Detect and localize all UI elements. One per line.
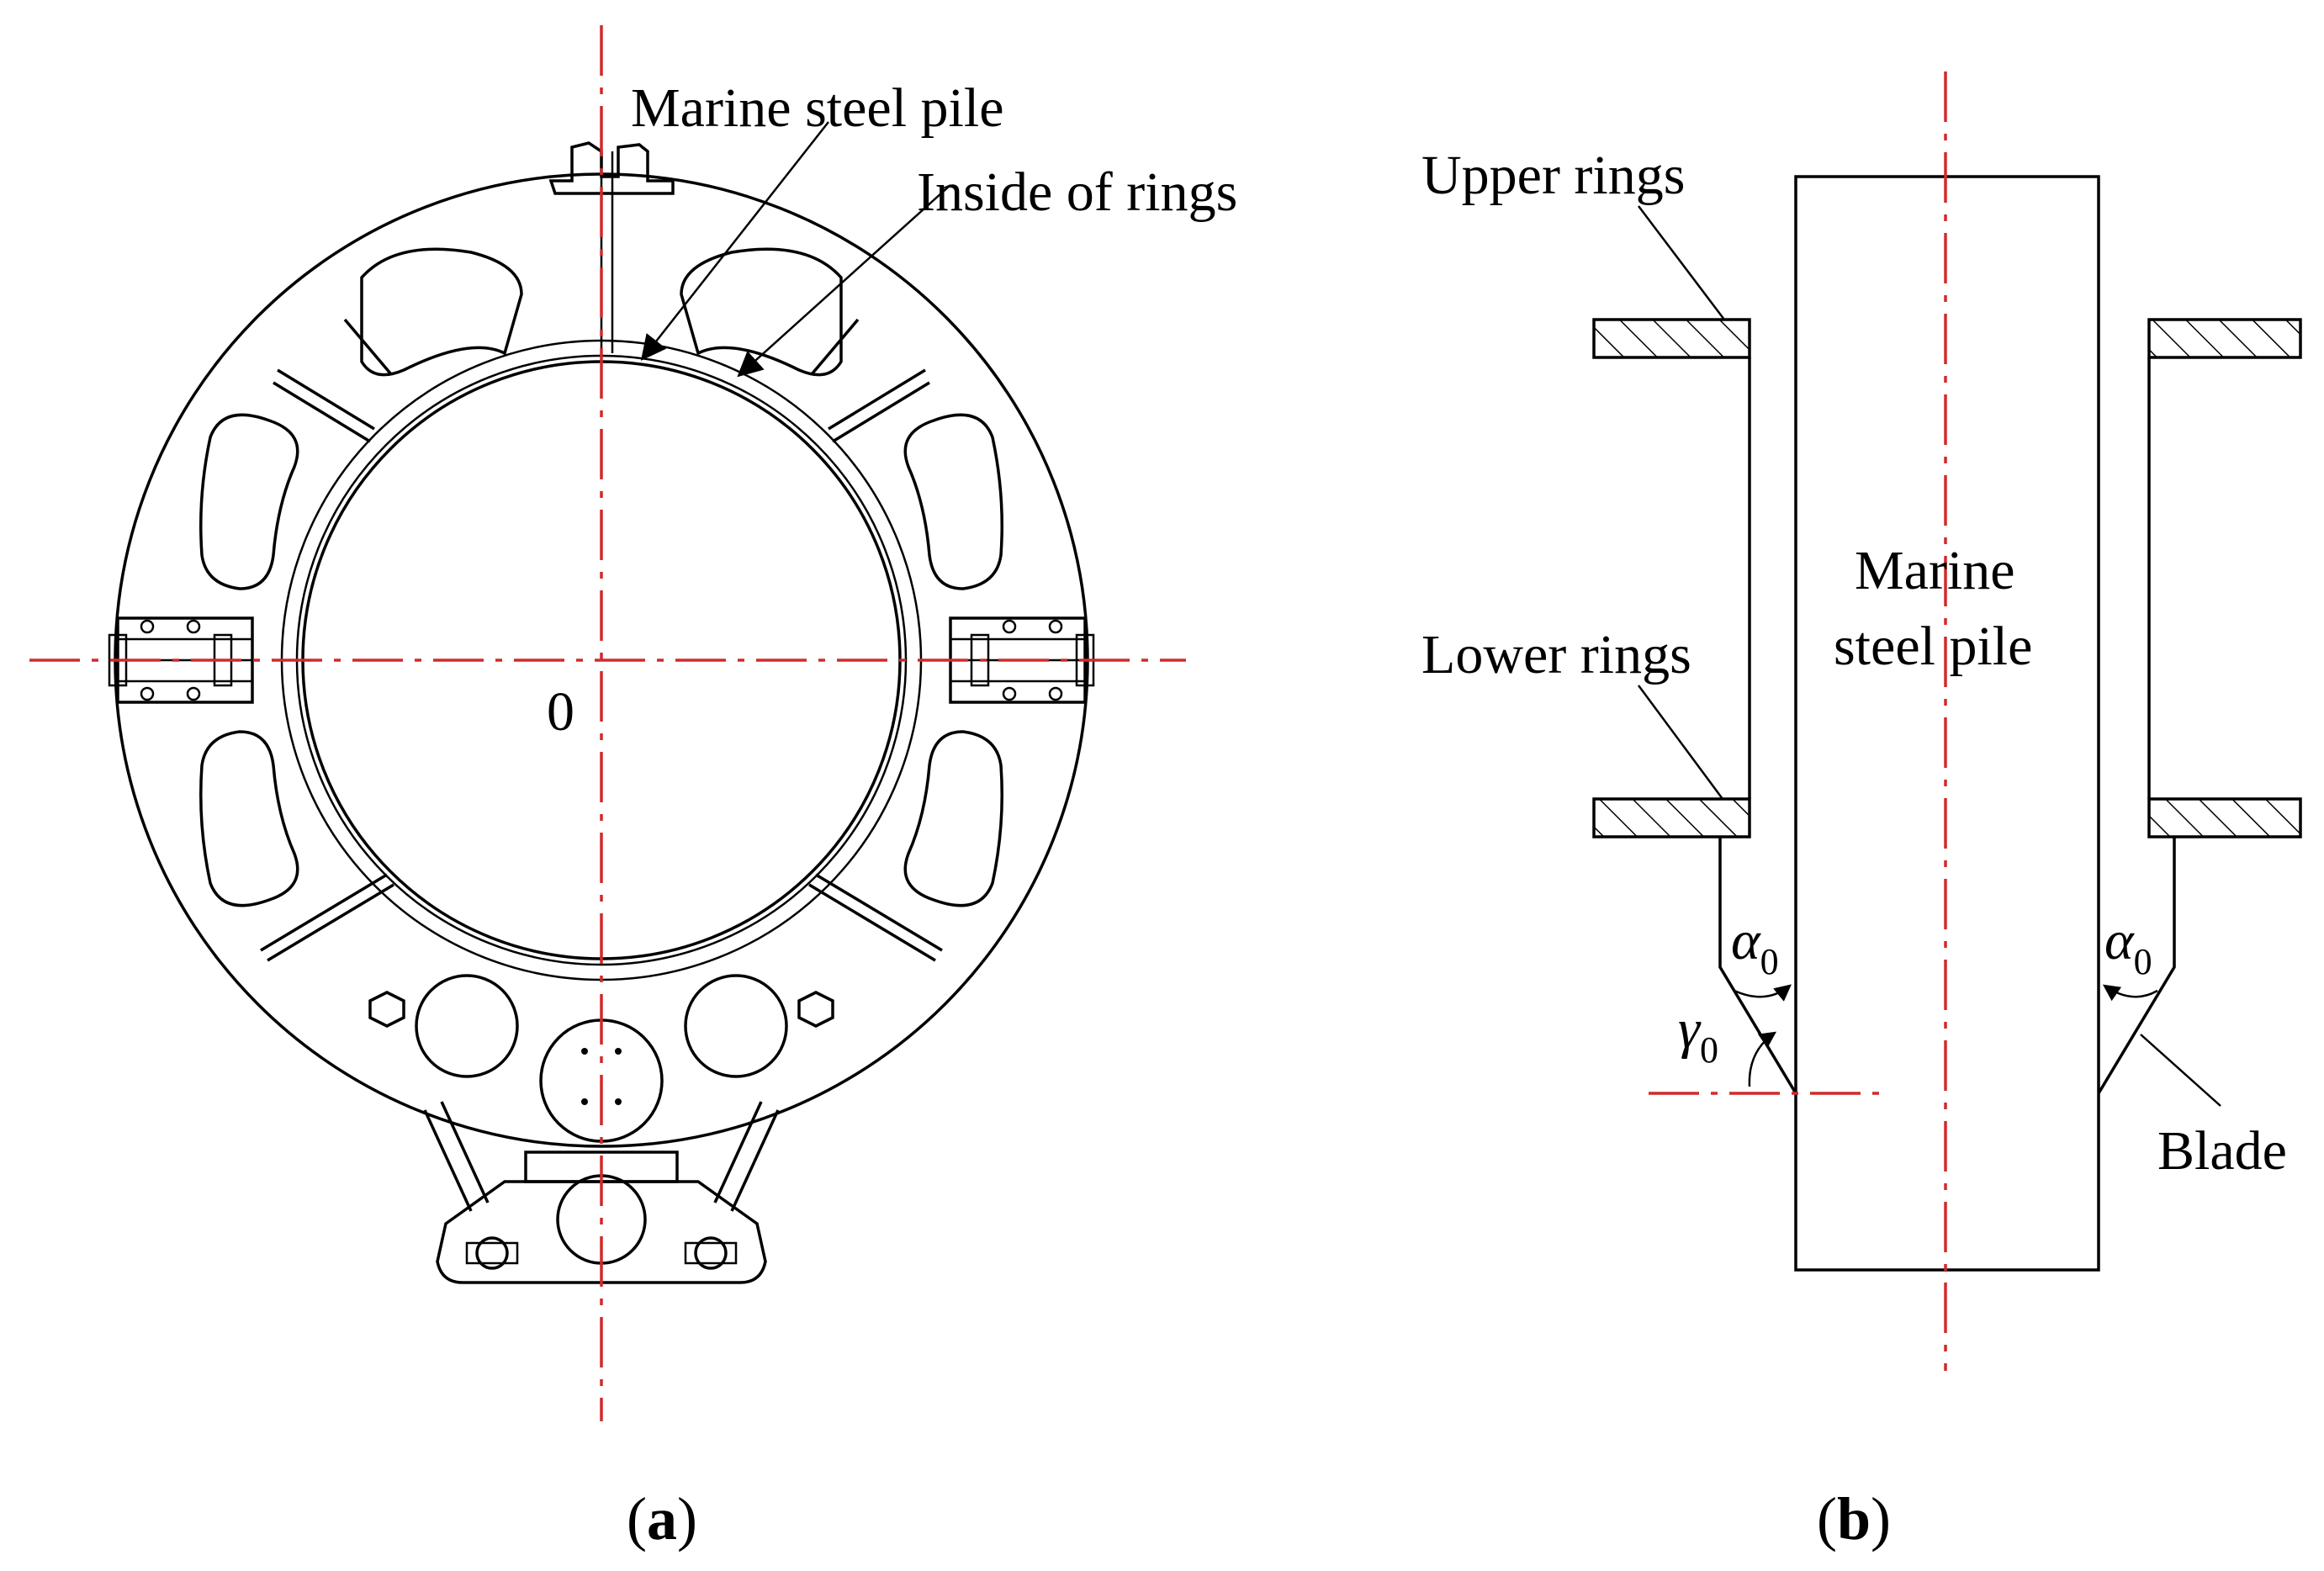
panel-a: Marine steel pile Inside of rings 0 (a)	[29, 25, 1237, 1552]
label-alpha-right: α0	[2104, 910, 2152, 982]
caption-a: (a)	[627, 1485, 697, 1552]
label-alpha-left: α0	[1731, 910, 1779, 982]
pile-rect	[1794, 175, 2100, 1272]
window-openings	[199, 247, 1003, 907]
label-pile-line1: Marine	[1855, 540, 2015, 601]
upper-ring-left	[1592, 318, 1751, 359]
label-blade: Blade	[2157, 1120, 2287, 1182]
lower-ring-right	[2147, 797, 2302, 838]
label-gamma-left: γ0	[1678, 998, 1718, 1071]
radial-slots	[260, 318, 943, 962]
top-tab	[548, 141, 675, 195]
label-lower-rings: Lower rings	[1421, 624, 1691, 685]
label-marine-steel-pile-a: Marine steel pile	[631, 77, 1004, 139]
caption-b: (b)	[1817, 1485, 1891, 1552]
label-inside-of-rings: Inside of rings	[917, 161, 1237, 223]
panel-b: Upper rings Lower rings Marine steel pil…	[1421, 71, 2302, 1552]
lower-ring-left	[1592, 797, 1751, 838]
label-upper-rings: Upper rings	[1421, 145, 1685, 206]
label-center-zero: 0	[547, 681, 574, 743]
blade-right	[2097, 837, 2176, 1094]
blade-left	[1718, 837, 1797, 1094]
bottom-features	[368, 974, 834, 1143]
label-pile-line2: steel pile	[1834, 616, 2032, 677]
upper-ring-right	[2147, 318, 2302, 359]
